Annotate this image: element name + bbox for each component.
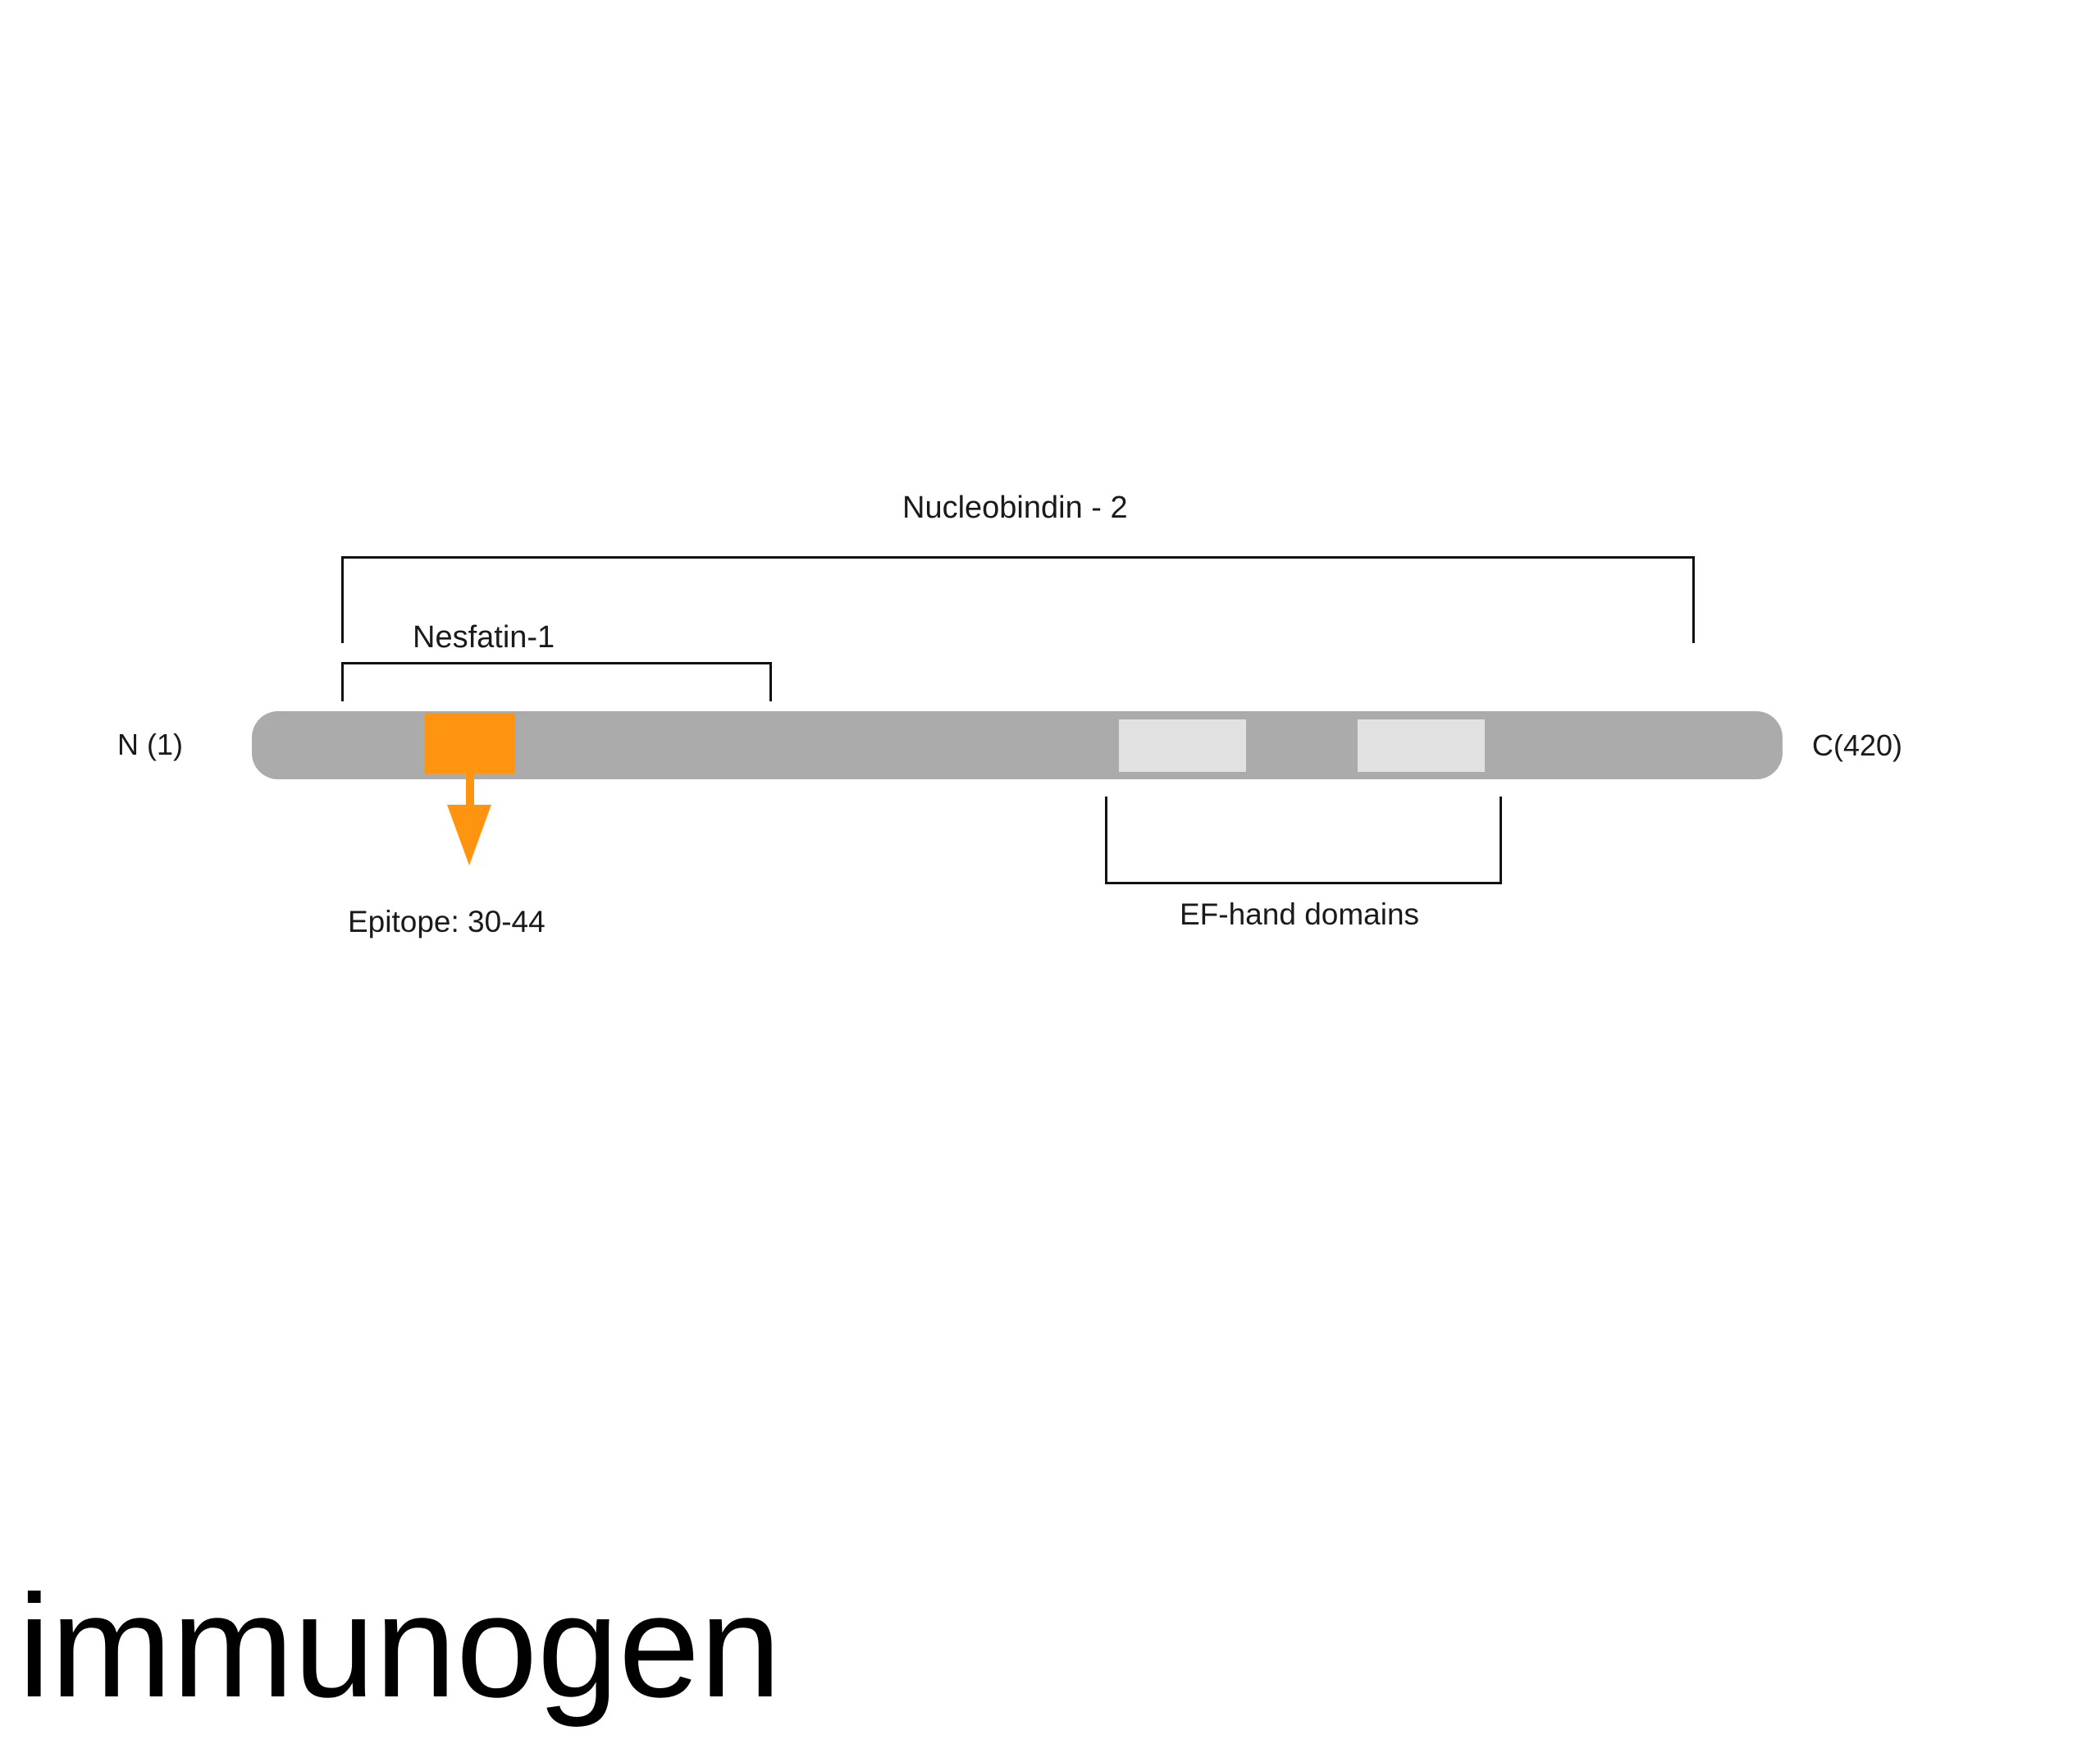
ef-hand-bracket-bottom (1105, 882, 1502, 884)
nesfatin-1-bracket-top (341, 662, 772, 664)
nucleobindin-2-bracket-left (341, 556, 344, 643)
ef-hand-domain-box (1119, 719, 1246, 772)
c-terminus-label: C(420) (1812, 728, 1903, 762)
ef-hand-bracket-right (1500, 797, 1502, 884)
epitope-arrow-stem (466, 774, 474, 806)
n-terminus-label: N (1) (117, 728, 183, 761)
ef-hand-domains-label: EF-hand domains (1180, 897, 1420, 931)
caption-immunogen: immunogen (18, 1564, 782, 1728)
nesfatin-1-bracket-right (769, 662, 772, 701)
ef-hand-domain-box (1358, 719, 1485, 772)
nesfatin-1-bracket-left (341, 662, 344, 701)
epitope-region-box (425, 713, 515, 774)
nesfatin-1-label: Nesfatin-1 (413, 620, 555, 655)
nucleobindin-2-label: Nucleobindin - 2 (902, 491, 1128, 525)
epitope-arrow-down-icon (447, 805, 491, 865)
epitope-label: Epitope: 30-44 (348, 905, 546, 938)
nucleobindin-2-bracket-right (1692, 556, 1695, 643)
nucleobindin-2-bracket-top (341, 556, 1695, 559)
ef-hand-bracket-left (1105, 797, 1107, 884)
